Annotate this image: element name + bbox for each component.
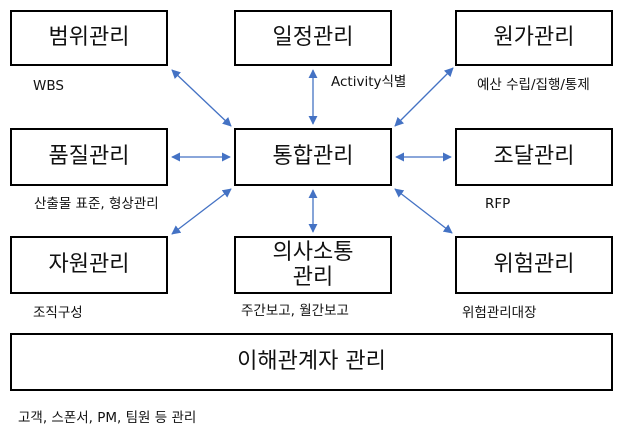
- arrow-integration-risk: [394, 188, 453, 234]
- procurement-management-label: 조달관리: [493, 144, 575, 170]
- procurement-management-box: 조달관리: [455, 128, 613, 186]
- communication-management-label-line1: 의사소통: [272, 239, 354, 265]
- integration-management-box: 통합관리: [234, 128, 392, 186]
- stakeholder-management-box: 이해관계자 관리: [10, 333, 613, 391]
- stakeholder-caption: 고객, 스폰서, PM, 팀원 등 관리: [18, 410, 197, 426]
- schedule-management-box: 일정관리: [234, 10, 392, 66]
- scope-management-label: 범위관리: [48, 25, 130, 51]
- schedule-caption: Activity식별: [331, 74, 407, 90]
- cost-management-box: 원가관리: [455, 10, 613, 66]
- stakeholder-management-label: 이해관계자 관리: [237, 349, 386, 375]
- risk-management-box: 위험관리: [455, 236, 613, 294]
- resource-management-label: 자원관리: [48, 252, 130, 278]
- quality-caption: 산출물 표준, 형상관리: [34, 196, 159, 212]
- communication-management-label-line2: 관리: [292, 265, 334, 290]
- quality-management-label: 품질관리: [48, 144, 130, 170]
- procurement-caption: RFP: [485, 196, 511, 212]
- risk-caption: 위험관리대장: [462, 305, 537, 321]
- integration-management-label: 통합관리: [272, 144, 354, 170]
- resource-caption: 조직구성: [33, 305, 83, 321]
- quality-management-box: 품질관리: [10, 128, 168, 186]
- arrow-integration-cost: [394, 67, 454, 127]
- scope-management-box: 범위관리: [10, 10, 168, 66]
- cost-caption: 예산 수립/집행/통제: [477, 77, 590, 93]
- communication-management-box: 의사소통 관리: [234, 236, 392, 294]
- communication-caption: 주간보고, 월간보고: [241, 303, 349, 319]
- scope-caption: WBS: [33, 78, 64, 94]
- schedule-management-label: 일정관리: [272, 25, 354, 51]
- risk-management-label: 위험관리: [493, 252, 575, 278]
- resource-management-box: 자원관리: [10, 236, 168, 294]
- cost-management-label: 원가관리: [493, 25, 575, 51]
- arrow-integration-scope: [171, 69, 232, 127]
- arrow-integration-resource: [171, 188, 232, 235]
